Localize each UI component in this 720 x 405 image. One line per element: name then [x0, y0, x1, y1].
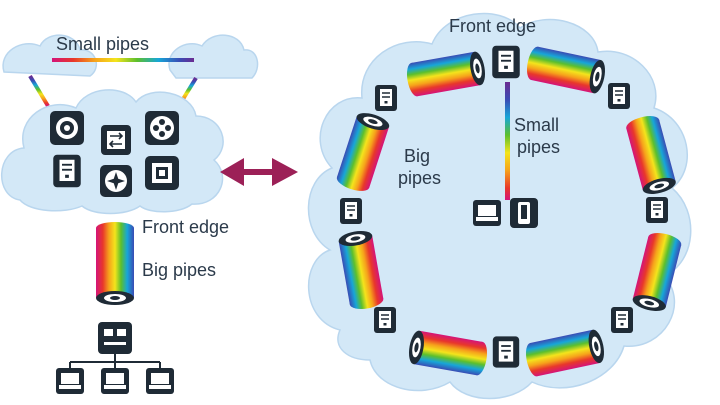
ring-server-lower-left: [373, 306, 397, 334]
laptop-icon: [101, 368, 129, 394]
client-connector-lines: [69, 354, 161, 368]
ring-server-lower-right: [610, 306, 634, 334]
ring-server-right: [645, 196, 669, 224]
ring-server-top: [491, 44, 521, 80]
label-front-edge-right: Front edge: [449, 16, 537, 36]
laptop-icon: [473, 200, 501, 226]
label-big-right-line1: Big: [404, 146, 431, 166]
label-big-right-line2: pipes: [398, 168, 442, 188]
ring-server-upper-left: [374, 84, 398, 112]
disk-icon: [50, 111, 84, 145]
ring-server-left: [339, 197, 363, 225]
label-big-pipes-left: Big pipes: [142, 260, 217, 280]
label-small-right-line1: Small: [514, 115, 560, 135]
small-pipe-diag-left: [28, 74, 50, 108]
laptop-icon: [56, 368, 84, 394]
ring-server-bottom: [491, 335, 521, 369]
compass-icon: [100, 165, 132, 197]
small-pipe-center: [505, 82, 510, 200]
cloud-small-right: [168, 34, 259, 79]
label-small-right-line2: pipes: [517, 137, 561, 157]
label-front-edge-left: Front edge: [142, 217, 230, 237]
film-reel-icon: [145, 111, 179, 145]
ring-server-upper-right: [607, 82, 631, 110]
switch-icon: [98, 322, 132, 354]
storage-icon: [145, 156, 179, 190]
big-pipe-left: [96, 222, 134, 305]
router-switch-icon: [101, 125, 131, 155]
laptop-icon: [146, 368, 174, 394]
label-small-pipes-top: Small pipes: [56, 34, 150, 54]
small-pipe-top: [52, 58, 194, 62]
phone-icon: [510, 198, 538, 228]
double-arrow-icon: [220, 158, 298, 186]
server-icon: [52, 153, 82, 189]
